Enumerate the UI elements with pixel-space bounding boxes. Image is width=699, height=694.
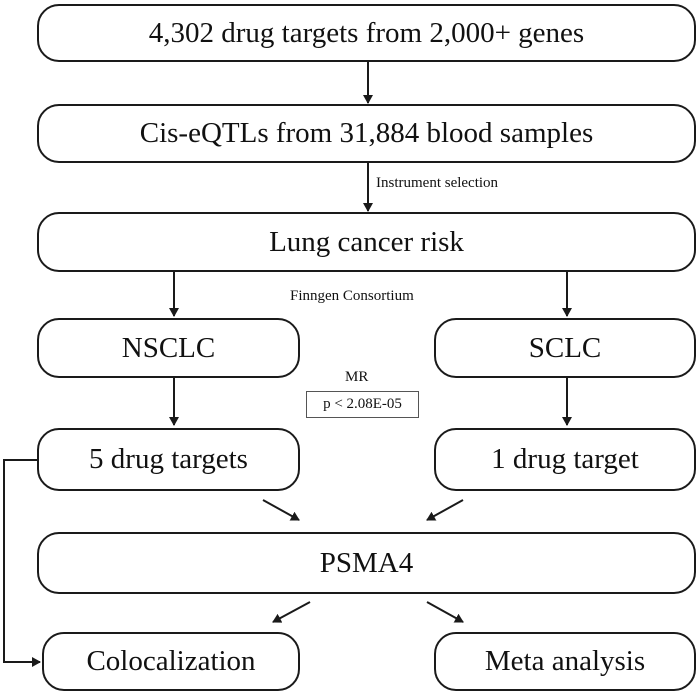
node-one-drug-target: 1 drug target xyxy=(434,428,696,491)
arrow-five-to-psma4 xyxy=(262,499,300,521)
node-sclc-label: SCLC xyxy=(528,331,602,364)
mr-threshold-box: p < 2.08E-05 xyxy=(306,391,419,418)
arrow-one-to-psma4 xyxy=(426,499,464,521)
node-five-drug-targets: 5 drug targets xyxy=(37,428,300,491)
node-psma4: PSMA4 xyxy=(37,532,696,594)
node-sclc: SCLC xyxy=(434,318,696,378)
finngen-label: Finngen Consortium xyxy=(290,288,414,304)
mr-label: MR xyxy=(345,369,369,385)
node-lung-cancer-risk: Lung cancer risk xyxy=(37,212,696,272)
node-colocalization-label: Colocalization xyxy=(86,645,256,677)
node-nsclc-label: NSCLC xyxy=(121,331,216,364)
node-one-drug-target-label: 1 drug target xyxy=(491,443,639,475)
mr-threshold-label: p < 2.08E-05 xyxy=(323,396,402,412)
arrow-psma4-to-coloc xyxy=(272,601,311,623)
instrument-selection-label: Instrument selection xyxy=(376,175,499,191)
arrow-psma4-to-meta xyxy=(426,601,464,623)
node-psma4-label: PSMA4 xyxy=(319,546,414,579)
node-lung-cancer-risk-label: Lung cancer risk xyxy=(269,225,464,258)
node-colocalization: Colocalization xyxy=(42,632,300,691)
node-cis-eqtls-label: Cis-eQTLs from 31,884 blood samples xyxy=(139,117,594,149)
node-five-drug-targets-label: 5 drug targets xyxy=(89,443,248,475)
arrow-five-to-coloc xyxy=(3,459,41,667)
node-cis-eqtls: Cis-eQTLs from 31,884 blood samples xyxy=(37,104,696,163)
node-meta-analysis-label: Meta analysis xyxy=(484,645,646,677)
node-drug-targets-label: 4,302 drug targets from 2,000+ genes xyxy=(148,16,585,49)
node-nsclc: NSCLC xyxy=(37,318,300,378)
node-meta-analysis: Meta analysis xyxy=(434,632,696,691)
node-drug-targets: 4,302 drug targets from 2,000+ genes xyxy=(37,4,696,62)
